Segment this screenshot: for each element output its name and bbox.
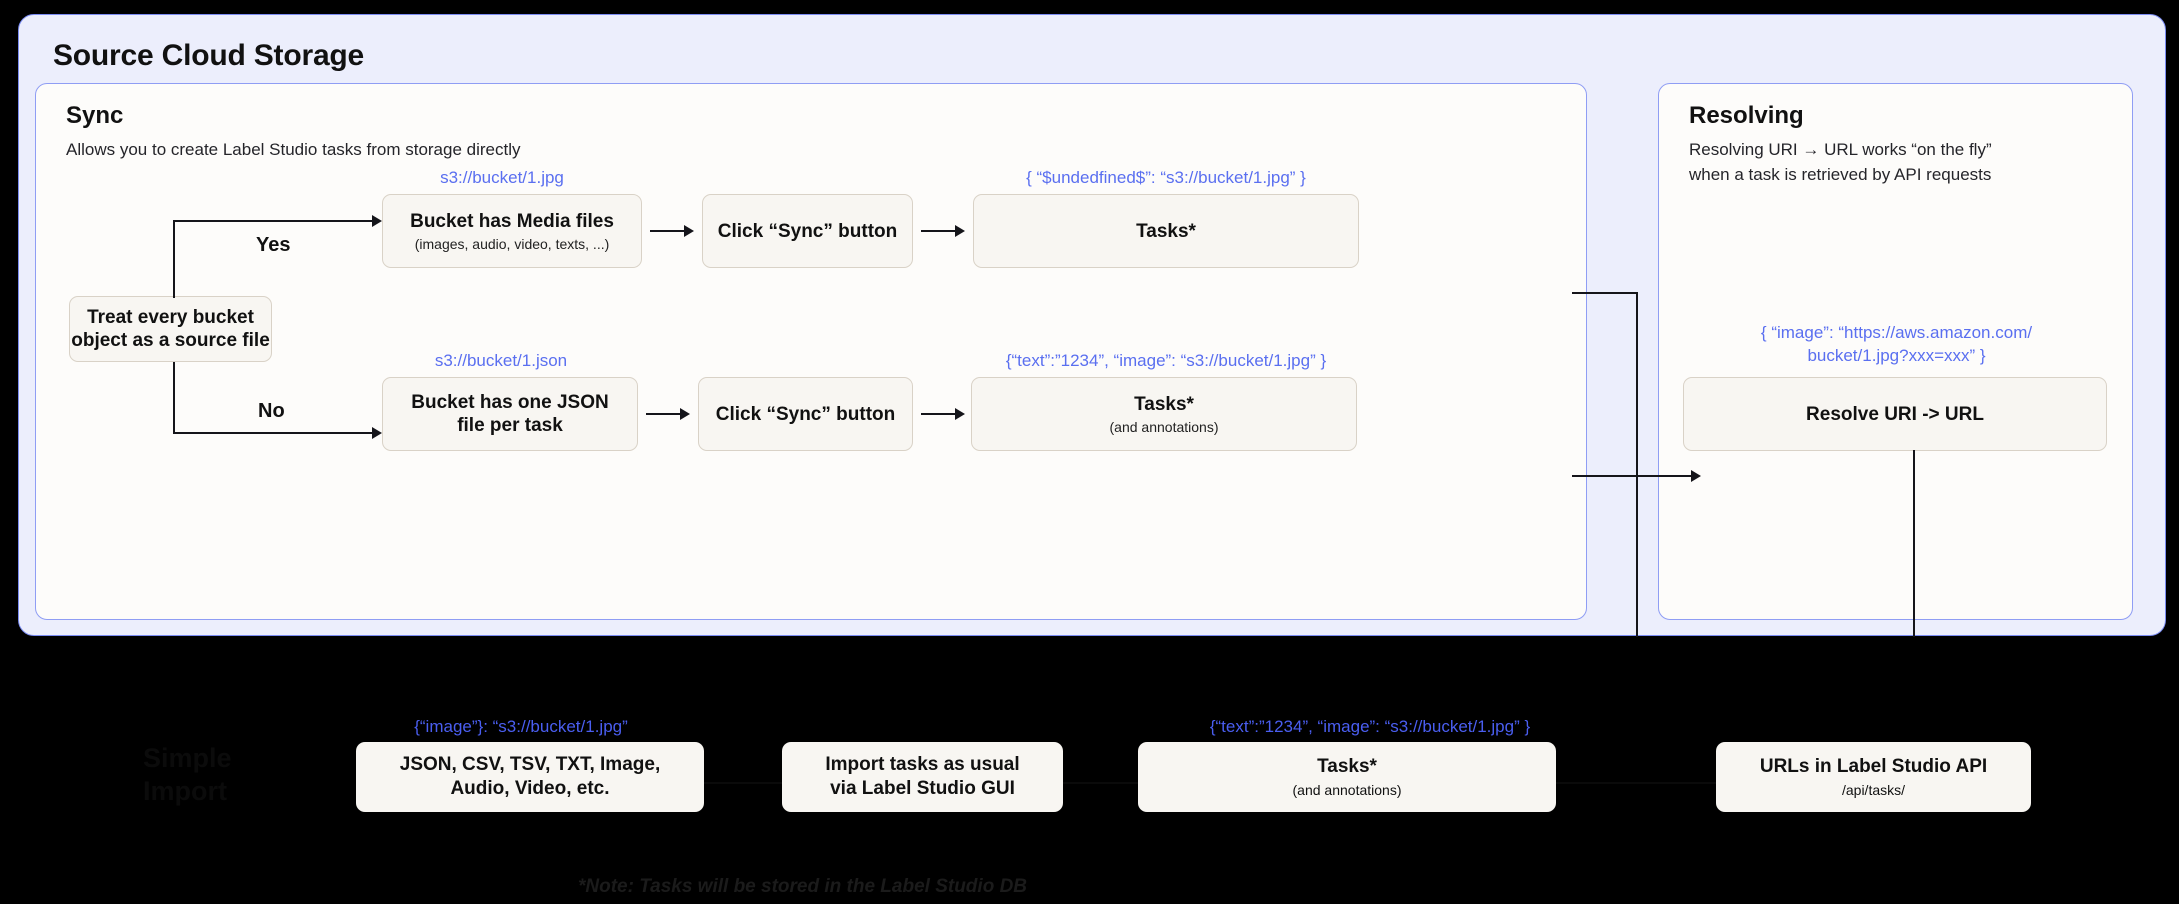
tasks-node-bottom: Tasks* (and annotations) <box>1138 742 1556 812</box>
yes-branch-tasks-caption: { “$undedfined$”: “s3://bucket/1.jpg” } <box>1026 168 1306 187</box>
source-cloud-storage-panel: Source Cloud Storage Sync Allows you to … <box>18 14 2166 637</box>
yes-branch-label: Yes <box>256 234 291 256</box>
click-sync-button-node-no: Click “Sync” button <box>698 377 913 451</box>
click-sync-button-node-yes: Click “Sync” button <box>702 194 913 268</box>
click-sync-no-title: Click “Sync” button <box>715 403 896 425</box>
resolve-node-arrowhead <box>1691 470 1701 482</box>
formats-title: JSON, CSV, TSV, TXT, Image, Audio, Video… <box>399 754 661 799</box>
tasks-yes-title: Tasks* <box>1136 220 1196 242</box>
tasks-bottom-subtitle: (and annotations) <box>1292 782 1402 798</box>
import-tasks-title: Import tasks as usual via Label Studio G… <box>825 754 1020 799</box>
no-branch-horizontal-line <box>173 432 373 434</box>
tasks-no-to-resolve-horizontal <box>1572 475 1694 477</box>
sync-panel-heading: Sync <box>66 102 124 129</box>
formats-node: JSON, CSV, TSV, TXT, Image, Audio, Video… <box>356 742 704 812</box>
no-branch-arrowhead <box>372 427 382 439</box>
decision-node-line2: object as a source file <box>71 330 270 351</box>
formats-caption: {“image”}: “s3://bucket/1.jpg” <box>414 717 628 736</box>
yes-branch-vertical-line <box>173 220 175 298</box>
resolve-uri-title: Resolve URI -> URL <box>1806 403 1984 425</box>
resolved-url-caption: { “image”: “https://aws.amazon.com/ buck… <box>1760 323 2033 365</box>
tasks-bottom-title: Tasks* <box>1317 756 1377 777</box>
decision-node-treat-bucket-object: Treat every bucket object as a source fi… <box>69 296 272 362</box>
media-to-sync-arrow <box>650 225 694 237</box>
urls-api-subtitle: /api/tasks/ <box>1841 782 1906 798</box>
import-to-tasks-connector <box>1063 782 1138 784</box>
urls-in-api-node: URLs in Label Studio API /api/tasks/ <box>1716 742 2031 812</box>
no-branch-tasks-caption: {“text”:”1234”, “image”: “s3://bucket/1.… <box>1005 351 1327 370</box>
resolving-panel: Resolving Resolving URI → URL works “on … <box>1658 83 2133 620</box>
page-title: Source Cloud Storage <box>53 39 365 72</box>
sync-to-tasks-arrow-yes <box>921 225 965 237</box>
yes-branch-horizontal-line <box>173 220 373 222</box>
tasks-node-yes: Tasks* <box>973 194 1359 268</box>
json-to-sync-arrow <box>646 408 690 420</box>
simple-import-label: Simple Import <box>143 743 232 806</box>
resolving-panel-heading: Resolving <box>1689 102 1804 129</box>
import-tasks-node: Import tasks as usual via Label Studio G… <box>782 742 1063 812</box>
tasks-no-title: Tasks* <box>1134 393 1194 415</box>
resolve-uri-to-url-node: Resolve URI -> URL <box>1683 377 2107 451</box>
sync-to-tasks-arrow-no <box>921 408 965 420</box>
sync-panel: Sync Allows you to create Label Studio t… <box>35 83 1587 620</box>
tasks-to-api-connector <box>1556 782 1716 784</box>
bucket-media-title: Bucket has Media files <box>410 210 614 232</box>
yes-branch-arrowhead <box>372 215 382 227</box>
tasks-yes-to-bottom-vertical <box>1636 292 1638 637</box>
tasks-node-no: Tasks* (and annotations) <box>971 377 1357 451</box>
bucket-has-json-node: Bucket has one JSON file per task <box>382 377 638 451</box>
urls-api-title: URLs in Label Studio API <box>1759 756 1988 777</box>
yes-branch-uri-caption: s3://bucket/1.jpg <box>440 168 564 187</box>
resolve-node-bottom-vertical <box>1913 450 1915 637</box>
click-sync-yes-title: Click “Sync” button <box>717 220 898 242</box>
bucket-has-media-files-node: Bucket has Media files (images, audio, v… <box>382 194 642 268</box>
bucket-json-title: Bucket has one JSON file per task <box>411 392 609 436</box>
no-branch-uri-caption: s3://bucket/1.json <box>434 351 568 370</box>
decision-node-line1: Treat every bucket <box>87 307 254 328</box>
no-branch-label: No <box>258 400 285 422</box>
resolving-panel-subtitle: Resolving URI → URL works “on the fly” w… <box>1689 140 1992 184</box>
footnote-note: *Note: Tasks will be stored in the Label… <box>578 876 1028 897</box>
import-tasks-caption: {“text”:”1234”, “image”: “s3://bucket/1.… <box>1209 717 1531 736</box>
tasks-no-subtitle: (and annotations) <box>1109 418 1219 435</box>
no-branch-vertical-line <box>173 362 175 434</box>
sync-panel-subtitle: Allows you to create Label Studio tasks … <box>66 140 521 159</box>
bucket-media-subtitle: (images, audio, video, texts, ...) <box>414 235 610 252</box>
tasks-yes-to-resolve-horizontal <box>1572 292 1637 294</box>
formats-to-import-connector <box>704 782 782 784</box>
